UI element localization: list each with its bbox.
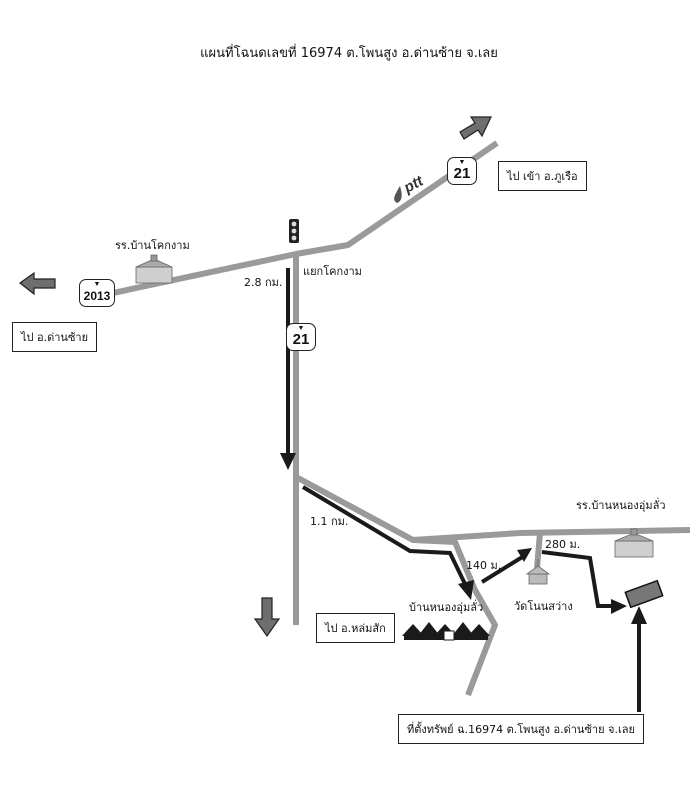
direction-arrows xyxy=(18,116,492,638)
to-phu-ruea-box: ไป เข้า อ.ภูเรือ xyxy=(498,161,587,191)
traffic-light-icon xyxy=(289,219,299,243)
school-building-icon xyxy=(135,254,173,284)
arrow-to-dan-sai xyxy=(18,271,56,296)
school-nong-um-lua-label: รร.บ้านหนองอุ่มลั่ว xyxy=(576,499,666,512)
route-21-sign: ▼21 xyxy=(447,157,477,185)
temple-icon xyxy=(525,559,551,585)
distance-1-1km: 1.1 กม. xyxy=(310,515,349,528)
to-lom-sak-box: ไป อ.หล่มสัก xyxy=(316,613,395,643)
junction-label: แยกโคกงาม xyxy=(303,265,362,278)
route-21-sign: ▼21 xyxy=(286,323,316,351)
arrowhead-village xyxy=(458,580,474,600)
distance-280m: 280 ม. xyxy=(545,538,581,551)
school-building-icon xyxy=(614,528,654,558)
property-location-box: ที่ตั้งทรัพย์ ฉ.16974 ต.โพนสูง อ.ด่านซ้า… xyxy=(398,714,644,744)
road-village-south xyxy=(465,588,498,697)
distance-2-8km: 2.8 กม. xyxy=(244,276,283,289)
road-to-temple xyxy=(534,532,543,569)
arrowhead-south xyxy=(280,453,296,470)
property-plot xyxy=(624,579,664,609)
route-arrowheads xyxy=(280,453,647,624)
road-to-village xyxy=(296,475,478,592)
temple-label: วัดโนนสว่าง xyxy=(514,600,573,613)
route-2013-sign: ▼2013 xyxy=(79,279,115,307)
road-dansai-to-junction xyxy=(79,140,499,303)
arrowhead-temple xyxy=(517,548,532,562)
ptt-logo-icon xyxy=(394,186,402,203)
arrow-to-lom-sak xyxy=(253,597,281,638)
route-path xyxy=(286,268,641,712)
arrowhead-property xyxy=(611,599,627,614)
village-label: บ้านหนองอุ่มลั่ว xyxy=(409,601,484,614)
arrowhead-up xyxy=(631,606,647,624)
map-title: แผนที่โฉนดเลขที่ 16974 ต.โพนสูง อ.ด่านซ้… xyxy=(200,46,498,61)
arrow-to-phu-ruea xyxy=(459,116,492,140)
distance-140m: 140 ม. xyxy=(466,559,502,572)
to-dan-sai-box: ไป อ.ด่านซ้าย xyxy=(12,322,98,352)
village-houses-icon xyxy=(402,622,490,641)
school-khok-ngam-label: รร.บ้านโคกงาม xyxy=(115,239,190,252)
